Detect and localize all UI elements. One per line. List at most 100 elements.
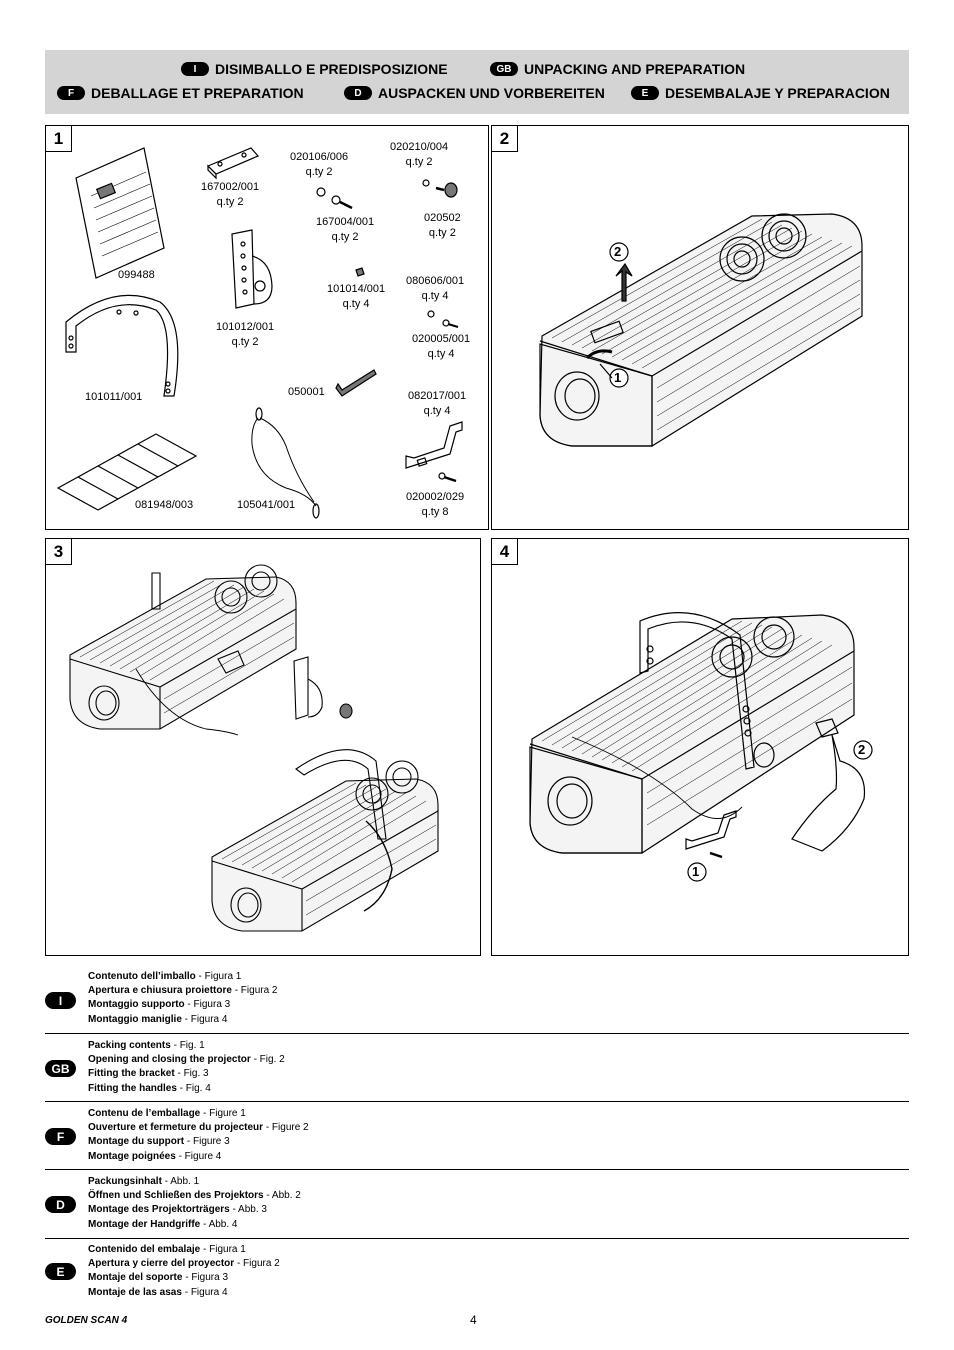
projector-body-icon xyxy=(539,213,863,447)
caption-line: Packing contents - Fig. 1 xyxy=(88,1040,205,1051)
lang-badge-gb: GB xyxy=(45,1060,76,1077)
figure-3-panel: 3 xyxy=(45,538,481,956)
caption-lines-e: Contenido del embalaje - Figura 1 Apertu… xyxy=(88,1243,280,1300)
part-label-101011: 101011/001 xyxy=(85,391,143,403)
footer-product-title: GOLDEN SCAN 4 xyxy=(45,1315,128,1326)
caption-line: Ouverture et fermeture du projecteur - F… xyxy=(88,1122,309,1134)
caption-line: Contenuto dell’imballo - Figura 1 xyxy=(88,971,242,982)
handle-fitting-drawing xyxy=(529,612,873,882)
header-item-gb: GB UNPACKING AND PREPARATION xyxy=(490,61,745,77)
screw-icon xyxy=(438,472,457,483)
projector-body-icon xyxy=(529,614,855,854)
projector-open-drawing xyxy=(539,213,863,447)
callout-2: 2 xyxy=(858,742,866,757)
fan-icon xyxy=(761,213,807,259)
divider xyxy=(45,1238,909,1239)
caption-block-f: F Contenu de l’emballage - Figure 1 Ouve… xyxy=(45,1107,909,1167)
screw-icon xyxy=(442,319,459,328)
knob-icon xyxy=(435,182,458,198)
lang-badge-f: F xyxy=(57,86,85,100)
caption-line: Montage du support - Figure 3 xyxy=(88,1136,230,1148)
header-title-d: AUSPACKEN UND VORBEREITEN xyxy=(378,85,605,101)
vertical-bracket-icon xyxy=(231,229,273,309)
allen-key-icon xyxy=(335,369,377,397)
safety-cable-icon xyxy=(251,407,320,519)
caption-block-e: E Contenido del embalaje - Figura 1 Aper… xyxy=(45,1243,909,1303)
header-item-d: D AUSPACKEN UND VORBEREITEN xyxy=(344,85,605,101)
bracket-plate-icon xyxy=(206,147,259,180)
figure-number: 2 xyxy=(492,126,518,152)
caption-line: Montaje de las asas - Figura 4 xyxy=(88,1286,228,1298)
caption-line: Apertura e chiusura proiettore - Figura … xyxy=(88,985,278,997)
rotate-arrow-icon xyxy=(585,349,613,360)
header-title-it: DISIMBALLO E PREDISPOSIZIONE xyxy=(215,61,448,77)
lang-badge-e: E xyxy=(631,86,659,100)
lang-badge-f: F xyxy=(45,1128,76,1145)
nut-icon xyxy=(355,267,365,277)
handle-icon xyxy=(815,718,839,738)
header-item-f: F DEBALLAGE ET PREPARATION xyxy=(57,85,304,101)
caption-lines-d: Packungsinhalt - Abb. 1 Öffnen und Schli… xyxy=(88,1175,301,1232)
page-number: 4 xyxy=(470,1313,477,1327)
lens-icon xyxy=(547,776,593,826)
caption-block-d: D Packungsinhalt - Abb. 1 Öffnen und Sch… xyxy=(45,1175,909,1235)
caption-line: Apertura y cierre del proyector - Figura… xyxy=(88,1258,280,1270)
hand-icon xyxy=(363,820,393,912)
caption-lines-gb: Packing contents - Fig. 1 Opening and cl… xyxy=(88,1039,285,1096)
callout-1: 1 xyxy=(692,864,700,879)
caption-line: Fitting the handles - Fig. 4 xyxy=(88,1082,211,1094)
u-bracket-icon xyxy=(65,294,179,397)
divider xyxy=(45,1169,909,1170)
caption-line: Öffnen und Schließen des Projektors - Ab… xyxy=(88,1190,301,1202)
packing-contents-drawing xyxy=(56,147,463,519)
figure-number: 4 xyxy=(492,539,518,565)
knob-icon xyxy=(753,742,775,768)
figure-number: 3 xyxy=(46,539,72,565)
part-label-manual: 099488 xyxy=(118,269,155,281)
caption-line: Packungsinhalt - Abb. 1 xyxy=(88,1176,200,1187)
caption-line: Contenido del embalaje - Figura 1 xyxy=(88,1244,246,1255)
hand-icon xyxy=(791,734,866,852)
callout-2: 2 xyxy=(614,244,622,259)
arrow-up-icon xyxy=(615,262,633,302)
caption-line: Montaje del soporte - Figura 3 xyxy=(88,1272,229,1284)
manual-icon xyxy=(75,147,165,279)
u-bracket-icon xyxy=(295,749,387,840)
handle-icon xyxy=(685,810,737,850)
caption-block-gb: GB Packing contents - Fig. 1 Opening and… xyxy=(45,1039,909,1099)
lang-badge-it: I xyxy=(181,62,209,76)
part-label-105041: 105041/001 xyxy=(237,499,296,511)
projector-body-icon xyxy=(69,576,297,730)
caption-block-it: I Contenuto dell’imballo - Figura 1 Aper… xyxy=(45,970,909,1030)
part-label-050001: 050001 xyxy=(288,386,325,398)
figure-4-panel: 4 2 1 xyxy=(491,538,909,956)
lang-badge-it: I xyxy=(45,992,76,1009)
header-title-e: DESEMBALAJE Y PREPARACION xyxy=(665,85,890,101)
knob-icon xyxy=(339,703,353,719)
washer-icon xyxy=(427,310,435,318)
caption-line: Montage des Projektorträgers - Abb. 3 xyxy=(88,1204,267,1216)
header-item-e: E DESEMBALAJE Y PREPARACION xyxy=(631,85,890,101)
handle-icon xyxy=(405,421,463,469)
part-label-081948: 081948/003 xyxy=(135,499,194,511)
washer-icon xyxy=(316,187,326,197)
bracket-fitting-drawing xyxy=(69,564,439,932)
washer-icon xyxy=(422,179,430,187)
figure-2-panel: 2 2 1 xyxy=(491,125,909,530)
divider xyxy=(45,1033,909,1034)
section-header: I DISIMBALLO E PREDISPOSIZIONE GB UNPACK… xyxy=(45,50,909,114)
lang-badge-d: D xyxy=(45,1196,76,1213)
safety-cable-icon xyxy=(135,668,239,736)
figure-number: 1 xyxy=(46,126,72,152)
divider xyxy=(45,1101,909,1102)
caption-line: Montage poignées - Figure 4 xyxy=(88,1150,222,1162)
